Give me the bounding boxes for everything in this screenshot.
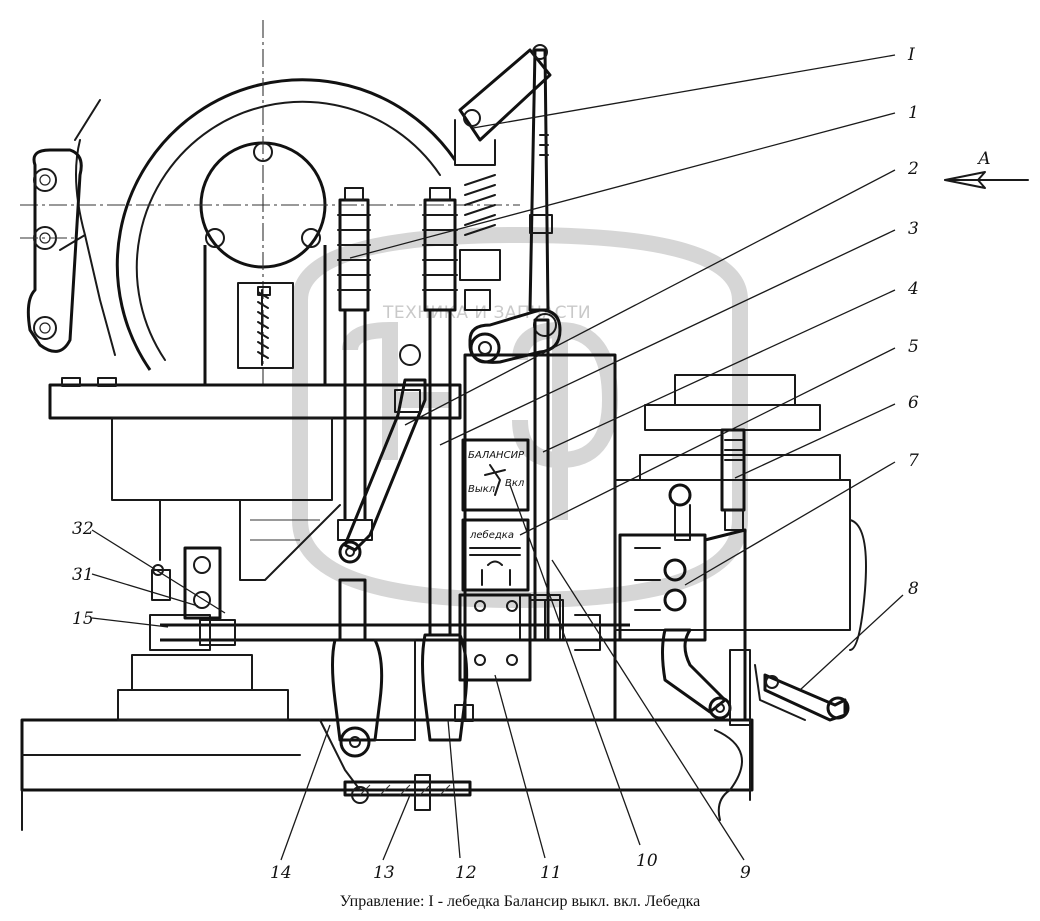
callout-13: 13 (373, 863, 395, 883)
horizontal-shaft (149, 614, 630, 651)
spring-rod-left (337, 187, 373, 541)
callout-7: 7 (908, 451, 919, 471)
plate-balancer-off: Выкл (468, 484, 496, 495)
view-arrow: А (944, 149, 1029, 189)
callout-14: 14 (270, 863, 292, 883)
figure-caption: Управление: I - лебедка Балансир выкл. в… (339, 893, 701, 910)
callout-9: 9 (740, 863, 751, 883)
brake-band-lever (20, 148, 83, 353)
watermark-text: ТЕХНИКА И ЗАПЧАСТИ (382, 303, 591, 323)
view-label: А (977, 149, 991, 169)
callout-2: 2 (907, 159, 919, 179)
callout-10: 10 (636, 851, 658, 871)
callout-8: 8 (908, 579, 919, 599)
plate-balancer-on: Вкл (505, 478, 525, 489)
callout-11: 11 (540, 863, 562, 883)
callout-I: I (907, 45, 915, 65)
callout-1: 1 (908, 103, 919, 123)
frame (20, 353, 867, 831)
right-mechanism (618, 428, 850, 726)
callout-5: 5 (908, 337, 919, 357)
bottom-link (343, 774, 472, 811)
plate-winch-title: лебедка (469, 529, 514, 541)
balancer-rocker (468, 308, 562, 364)
plate-balancer-title: БАЛАНСИР (468, 450, 525, 461)
callout-3: 3 (908, 219, 919, 239)
winch-drum (20, 20, 520, 390)
callout-31: 31 (72, 565, 94, 585)
balancer-plate: БАЛАНСИР Выкл Вкл (461, 438, 530, 512)
lower-lever-center (421, 633, 474, 742)
callout-12: 12 (455, 863, 477, 883)
callout-4: 4 (907, 279, 919, 299)
spring-rod-center (422, 187, 458, 635)
top-linkage (454, 44, 553, 312)
callout-labels: I 1 2 3 4 5 6 7 8 9 10 11 12 13 14 15 31… (72, 45, 919, 883)
callout-15: 15 (72, 609, 94, 629)
winch-plate: лебедка (461, 518, 530, 592)
callout-6: 6 (908, 393, 919, 413)
lower-lever-left (319, 578, 416, 791)
link-rod-diagonal (338, 344, 427, 564)
leader-lines (91, 54, 904, 861)
callout-32: 32 (72, 519, 94, 539)
shaft-clamp (151, 546, 222, 620)
